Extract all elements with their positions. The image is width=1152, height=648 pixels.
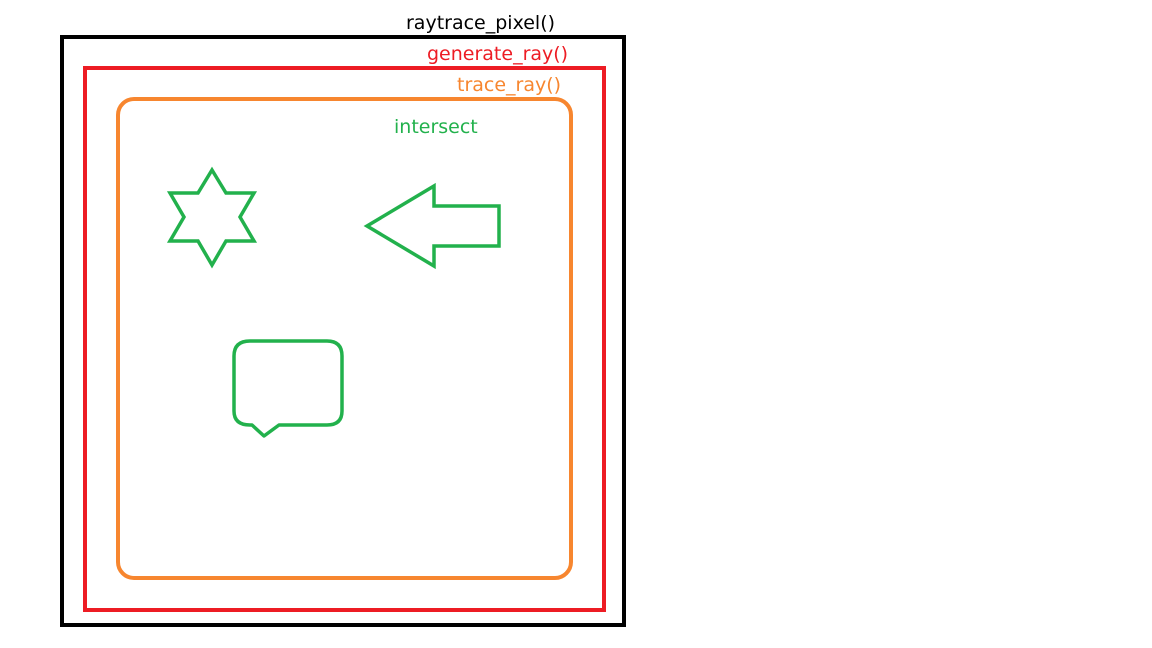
trace-ray-label: trace_ray() [457, 74, 562, 96]
generate-ray-label: generate_ray() [427, 43, 569, 65]
speech-bubble-icon [232, 339, 344, 438]
six-pointed-star-icon [166, 166, 258, 269]
generate-ray-box [83, 66, 606, 612]
raytrace-pixel-box [60, 35, 626, 627]
raytrace-pixel-label: raytrace_pixel() [406, 12, 556, 34]
left-arrow-icon [363, 182, 501, 270]
trace-ray-box [116, 97, 573, 580]
intersect-label: intersect [394, 116, 478, 138]
